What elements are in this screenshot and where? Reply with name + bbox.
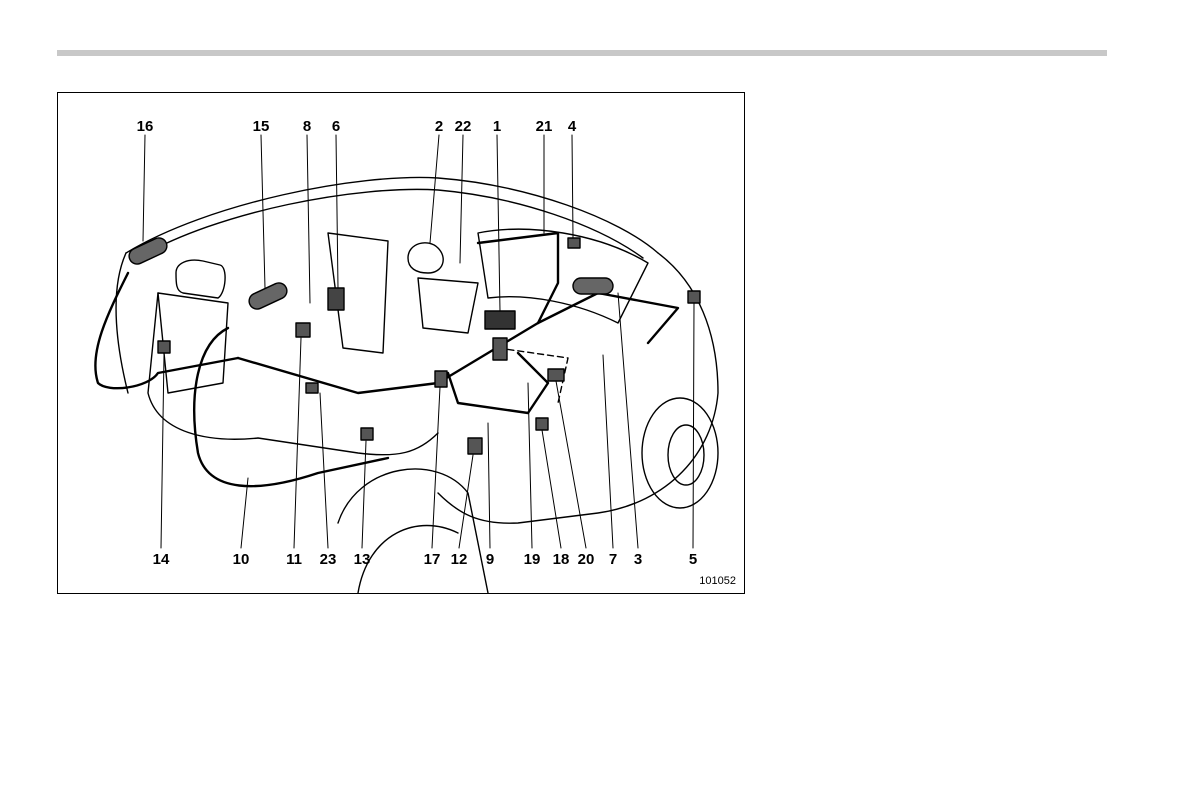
figure-id: 101052: [699, 575, 736, 587]
callout-7: 7: [609, 552, 617, 567]
seatbelt-pretensioner-rear: [296, 323, 310, 337]
callout-12: 12: [451, 552, 468, 567]
occupant-sensor: [493, 338, 507, 360]
rear-wheel-arch: [338, 469, 488, 593]
windshield: [478, 229, 648, 323]
car-cutaway-illustration: [58, 93, 746, 595]
leader-1: [497, 135, 500, 311]
seatbelt-pretensioner-front: [468, 438, 482, 454]
leader-10: [241, 478, 248, 548]
leader-13: [362, 441, 366, 548]
front-sensor-left: [568, 238, 580, 248]
leader-17: [432, 387, 440, 548]
passenger-airbag: [573, 278, 613, 294]
leader-15: [261, 135, 265, 288]
callout-19: 19: [524, 552, 541, 567]
callout-11: 11: [286, 552, 302, 567]
floor-connector-2: [536, 418, 548, 430]
front-sensor-right: [688, 291, 700, 303]
callout-15: 15: [253, 119, 270, 134]
car-roof-inner: [138, 189, 643, 258]
harness-left: [194, 328, 388, 486]
callout-10: 10: [233, 552, 250, 567]
callout-16: 16: [137, 119, 154, 134]
front-seat-right: [418, 278, 478, 333]
callout-22: 22: [455, 119, 472, 134]
callout-5: 5: [689, 552, 697, 567]
front-wheel: [642, 398, 718, 508]
side-sensor: [435, 371, 447, 387]
front-wheel-hub: [668, 425, 704, 485]
leader-9: [488, 423, 490, 548]
leader-12: [459, 455, 473, 548]
callout-23: 23: [320, 552, 337, 567]
leader-7: [603, 355, 613, 548]
callout-3: 3: [634, 552, 642, 567]
rear-headrest: [176, 260, 225, 298]
harness-dash: [478, 233, 558, 323]
steering-wheel: [408, 243, 443, 273]
seat-connector-2: [361, 428, 373, 440]
callout-2: 2: [435, 119, 443, 134]
harness-floor: [448, 353, 548, 413]
floor-connector: [548, 369, 564, 381]
callout-17: 17: [424, 552, 441, 567]
leader-16: [143, 135, 145, 241]
rear-wheel-arc: [358, 526, 458, 594]
airbag-system-diagram: 16 15 8 6 2 22 1 21 4 14 10 11 23 13 17 …: [57, 92, 745, 594]
leader-4: [572, 135, 573, 238]
curtain-airbag-right: [246, 280, 289, 311]
seat-connector: [306, 383, 318, 393]
rear-connector: [158, 341, 170, 353]
leader-14: [161, 355, 164, 548]
callout-4: 4: [568, 119, 576, 134]
callout-14: 14: [153, 552, 170, 567]
callout-18: 18: [553, 552, 570, 567]
leader-18: [542, 430, 561, 548]
header-rule: [57, 50, 1107, 56]
callout-20: 20: [578, 552, 595, 567]
leader-20: [556, 381, 586, 548]
leader-6: [336, 135, 338, 288]
airbag-control-module: [485, 311, 515, 329]
leader-3: [618, 293, 638, 548]
side-airbag-module: [328, 288, 344, 310]
callout-6: 6: [332, 119, 340, 134]
leader-8: [307, 135, 310, 303]
callout-13: 13: [354, 552, 371, 567]
callout-21: 21: [536, 119, 553, 134]
callout-8: 8: [303, 119, 311, 134]
leader-22: [460, 135, 463, 263]
callout-1: 1: [493, 119, 501, 134]
callout-9: 9: [486, 552, 494, 567]
leader-5: [693, 303, 694, 548]
